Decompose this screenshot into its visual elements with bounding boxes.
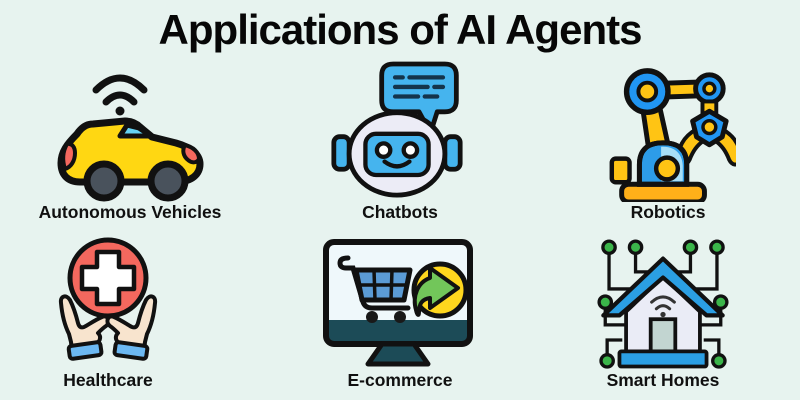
arrow-right-icon [412,266,460,317]
robotic-arm-graphic [609,68,736,202]
bubble-text-lines [392,75,446,99]
robot-eye-right [401,141,420,159]
autonomous-vehicle-icon [48,64,208,204]
shoulder-hub [636,80,659,103]
label-autonomous-vehicles: Autonomous Vehicles [38,202,222,222]
healthcare-graphic [58,237,158,362]
body-attachment [609,156,632,185]
cart-wheel-right [394,311,406,323]
robot-base [619,181,707,202]
wifi-dot [115,106,125,116]
house-base [617,349,709,369]
car-rear-wheel [83,160,125,202]
house-door [648,317,678,354]
circuit-lines [603,247,723,361]
page-title: Applications of AI Agents [158,6,643,53]
circuit-nodes [597,239,729,369]
ecommerce-icon [316,236,480,368]
label-healthcare: Healthcare [63,370,153,390]
car-wifi-graphic [57,74,204,202]
smart-home-graphic [597,239,729,369]
house-wifi-icon [650,295,676,311]
robot-smile [382,159,412,169]
chatbot-icon [330,60,464,200]
label-smart-homes: Smart Homes [606,370,720,390]
robot-eye-left [374,141,393,159]
monitor-stand [365,341,431,367]
smart-home-icon [592,234,734,376]
cart-handle [337,255,411,311]
car-windshield [117,122,154,139]
car-front-wheel [147,160,189,202]
gripper-hub [701,118,718,136]
house-wifi-dot [660,311,666,318]
robot-face-panel [363,131,431,178]
medical-cross [79,249,137,307]
cart-basket-grid [359,269,407,301]
body-circle [653,155,681,182]
label-robotics: Robotics [630,202,706,222]
car-front-light [181,142,202,165]
healthcare-icon [42,234,174,368]
car-rear-light [61,141,78,172]
house-roof [601,256,725,318]
robot-body-outline [636,140,690,187]
chatbot-graphic [331,61,463,198]
cart-wheel-left [366,311,378,323]
monitor-bottom-bar [326,320,470,344]
ecommerce-graphic [323,239,473,367]
wifi-signal-icon [92,74,148,106]
label-chatbots: Chatbots [362,202,438,222]
robotic-arm-icon [598,62,736,202]
wrist-hub [702,81,717,96]
label-ecommerce: E-commerce [347,370,453,390]
